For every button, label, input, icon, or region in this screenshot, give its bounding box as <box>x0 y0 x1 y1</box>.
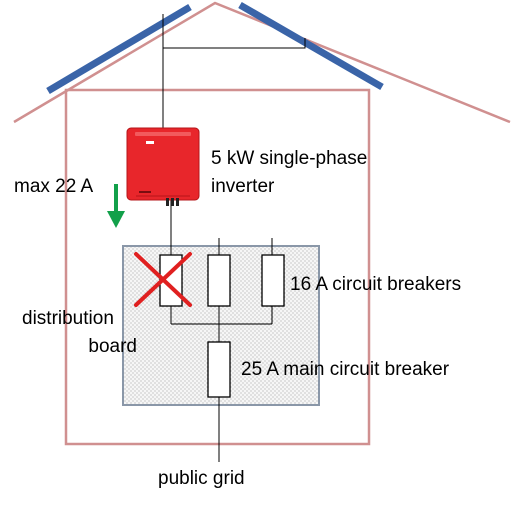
max-current-label: max 22 A <box>14 176 94 197</box>
breaker-2 <box>207 254 231 307</box>
solar-panel-right <box>238 1 384 91</box>
inverter-label-line1: 5 kW single-phase <box>211 148 367 169</box>
inverter-icon <box>126 127 200 206</box>
main-circuit-breaker <box>207 341 231 398</box>
house-walls <box>64 88 371 446</box>
distribution-board-label-line1: distribution <box>22 308 114 329</box>
dc-cabling <box>162 14 306 128</box>
cross-icon <box>134 252 192 307</box>
ac-wiring <box>170 200 273 462</box>
arrow-down-icon <box>107 184 125 228</box>
main-breaker-label: 25 A main circuit breaker <box>241 359 450 380</box>
distribution-board-label-line2: board <box>88 336 137 357</box>
inverter-label-line2: inverter <box>211 176 275 197</box>
public-grid-label: public grid <box>158 468 245 489</box>
house-roof <box>13 1 511 124</box>
solar-panel-left <box>46 3 192 95</box>
house <box>13 1 511 446</box>
breaker-3 <box>261 254 285 307</box>
breakers-16a-label: 16 A circuit breakers <box>290 274 461 295</box>
solar-panels <box>46 1 384 95</box>
